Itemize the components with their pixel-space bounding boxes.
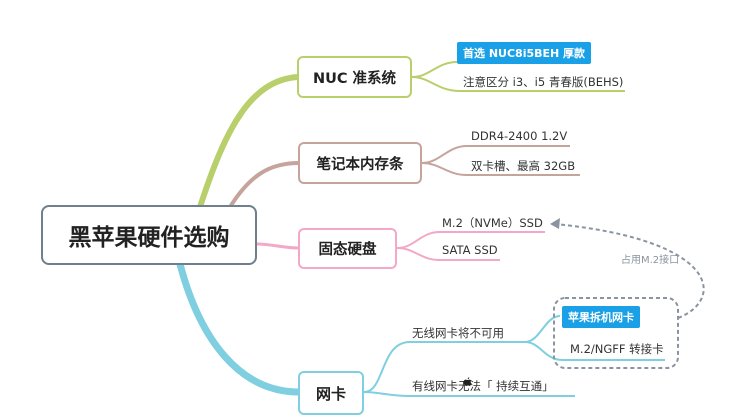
nuc-leaf[interactable]: 注意区分 i3、i5 青春版(BEHS): [463, 74, 623, 90]
branch-memory[interactable]: 笔记本内存条: [298, 142, 422, 184]
ssd-leaf-1-label: M.2（NVMe）SSD: [442, 216, 543, 230]
connector-ssd-leaf2: [396, 247, 500, 261]
connector-memory-leaf1: [421, 145, 570, 164]
relation-arrowhead: [550, 218, 560, 229]
memory-leaf-1-label: DDR4-2400 1.2V: [471, 129, 568, 143]
ssd-leaf-1[interactable]: M.2（NVMe）SSD: [442, 215, 543, 231]
connector-nic-tag: [524, 315, 561, 343]
connector-nic-leaf2: [363, 391, 575, 397]
relation-curve: [554, 223, 705, 319]
branch-ssd-label: 固态硬盘: [318, 242, 377, 258]
branch-ssd[interactable]: 固态硬盘: [298, 228, 397, 269]
root-topic[interactable]: 黑苹果硬件选购: [41, 205, 257, 265]
connector-root-memory: [228, 161, 301, 209]
branch-nuc-label: NUC 准系统: [312, 70, 397, 87]
connector-nic-leaf3: [524, 341, 665, 361]
relation-label[interactable]: 占用M.2接口: [621, 255, 680, 266]
connector-nuc-tag: [411, 61, 458, 78]
nic-leaf-2-label: 有线网卡无法「 持续互通」: [412, 379, 554, 393]
connector-root-nuc: [197, 74, 301, 210]
nuc-leaf-label: 注意区分 i3、i5 青春版(BEHS): [463, 75, 624, 89]
nuc-tag-label: 首选 NUC8i5BEH 厚款: [463, 47, 586, 60]
branch-nic[interactable]: 网卡: [298, 371, 364, 415]
mindmap-connectors: [176, 61, 705, 397]
memory-leaf-2-label: 双卡槽、最高 32GB: [471, 159, 576, 173]
dashed-group-frame: [553, 297, 679, 369]
root-topic-label: 黑苹果硬件选购: [68, 225, 230, 251]
ssd-leaf-2[interactable]: SATA SSD: [442, 243, 498, 257]
nic-leaf-3[interactable]: M.2/NGFF 转接卡: [570, 341, 664, 357]
branch-memory-label: 笔记本内存条: [316, 156, 404, 173]
connector-nuc-leaf: [411, 76, 625, 92]
nic-leaf-1[interactable]: 无线网卡将不可用: [412, 325, 504, 341]
memory-leaf-1[interactable]: DDR4-2400 1.2V: [471, 129, 567, 143]
apple-logo-icon: [463, 377, 472, 386]
branch-nic-label: 网卡: [315, 385, 346, 403]
nic-leaf-3-label: M.2/NGFF 转接卡: [570, 342, 664, 356]
nic-tag[interactable]: 苹果拆机网卡: [562, 306, 640, 328]
nuc-tag[interactable]: 首选 NUC8i5BEH 厚款: [457, 42, 592, 64]
connector-memory-leaf2: [421, 162, 580, 176]
nic-leaf-1-label: 无线网卡将不可用: [412, 326, 504, 340]
connector-root-nic: [176, 260, 303, 396]
branch-nuc[interactable]: NUC 准系统: [297, 56, 412, 98]
nic-tag-label: 苹果拆机网卡: [568, 311, 634, 324]
connector-root-ssd: [255, 242, 301, 250]
memory-leaf-2[interactable]: 双卡槽、最高 32GB: [471, 158, 575, 174]
ssd-leaf-2-label: SATA SSD: [442, 243, 498, 257]
connector-ssd-leaf1: [396, 231, 545, 249]
nic-leaf-2[interactable]: 有线网卡无法「 持续互通」: [412, 378, 554, 394]
connector-nic-leaf1: [363, 341, 525, 393]
